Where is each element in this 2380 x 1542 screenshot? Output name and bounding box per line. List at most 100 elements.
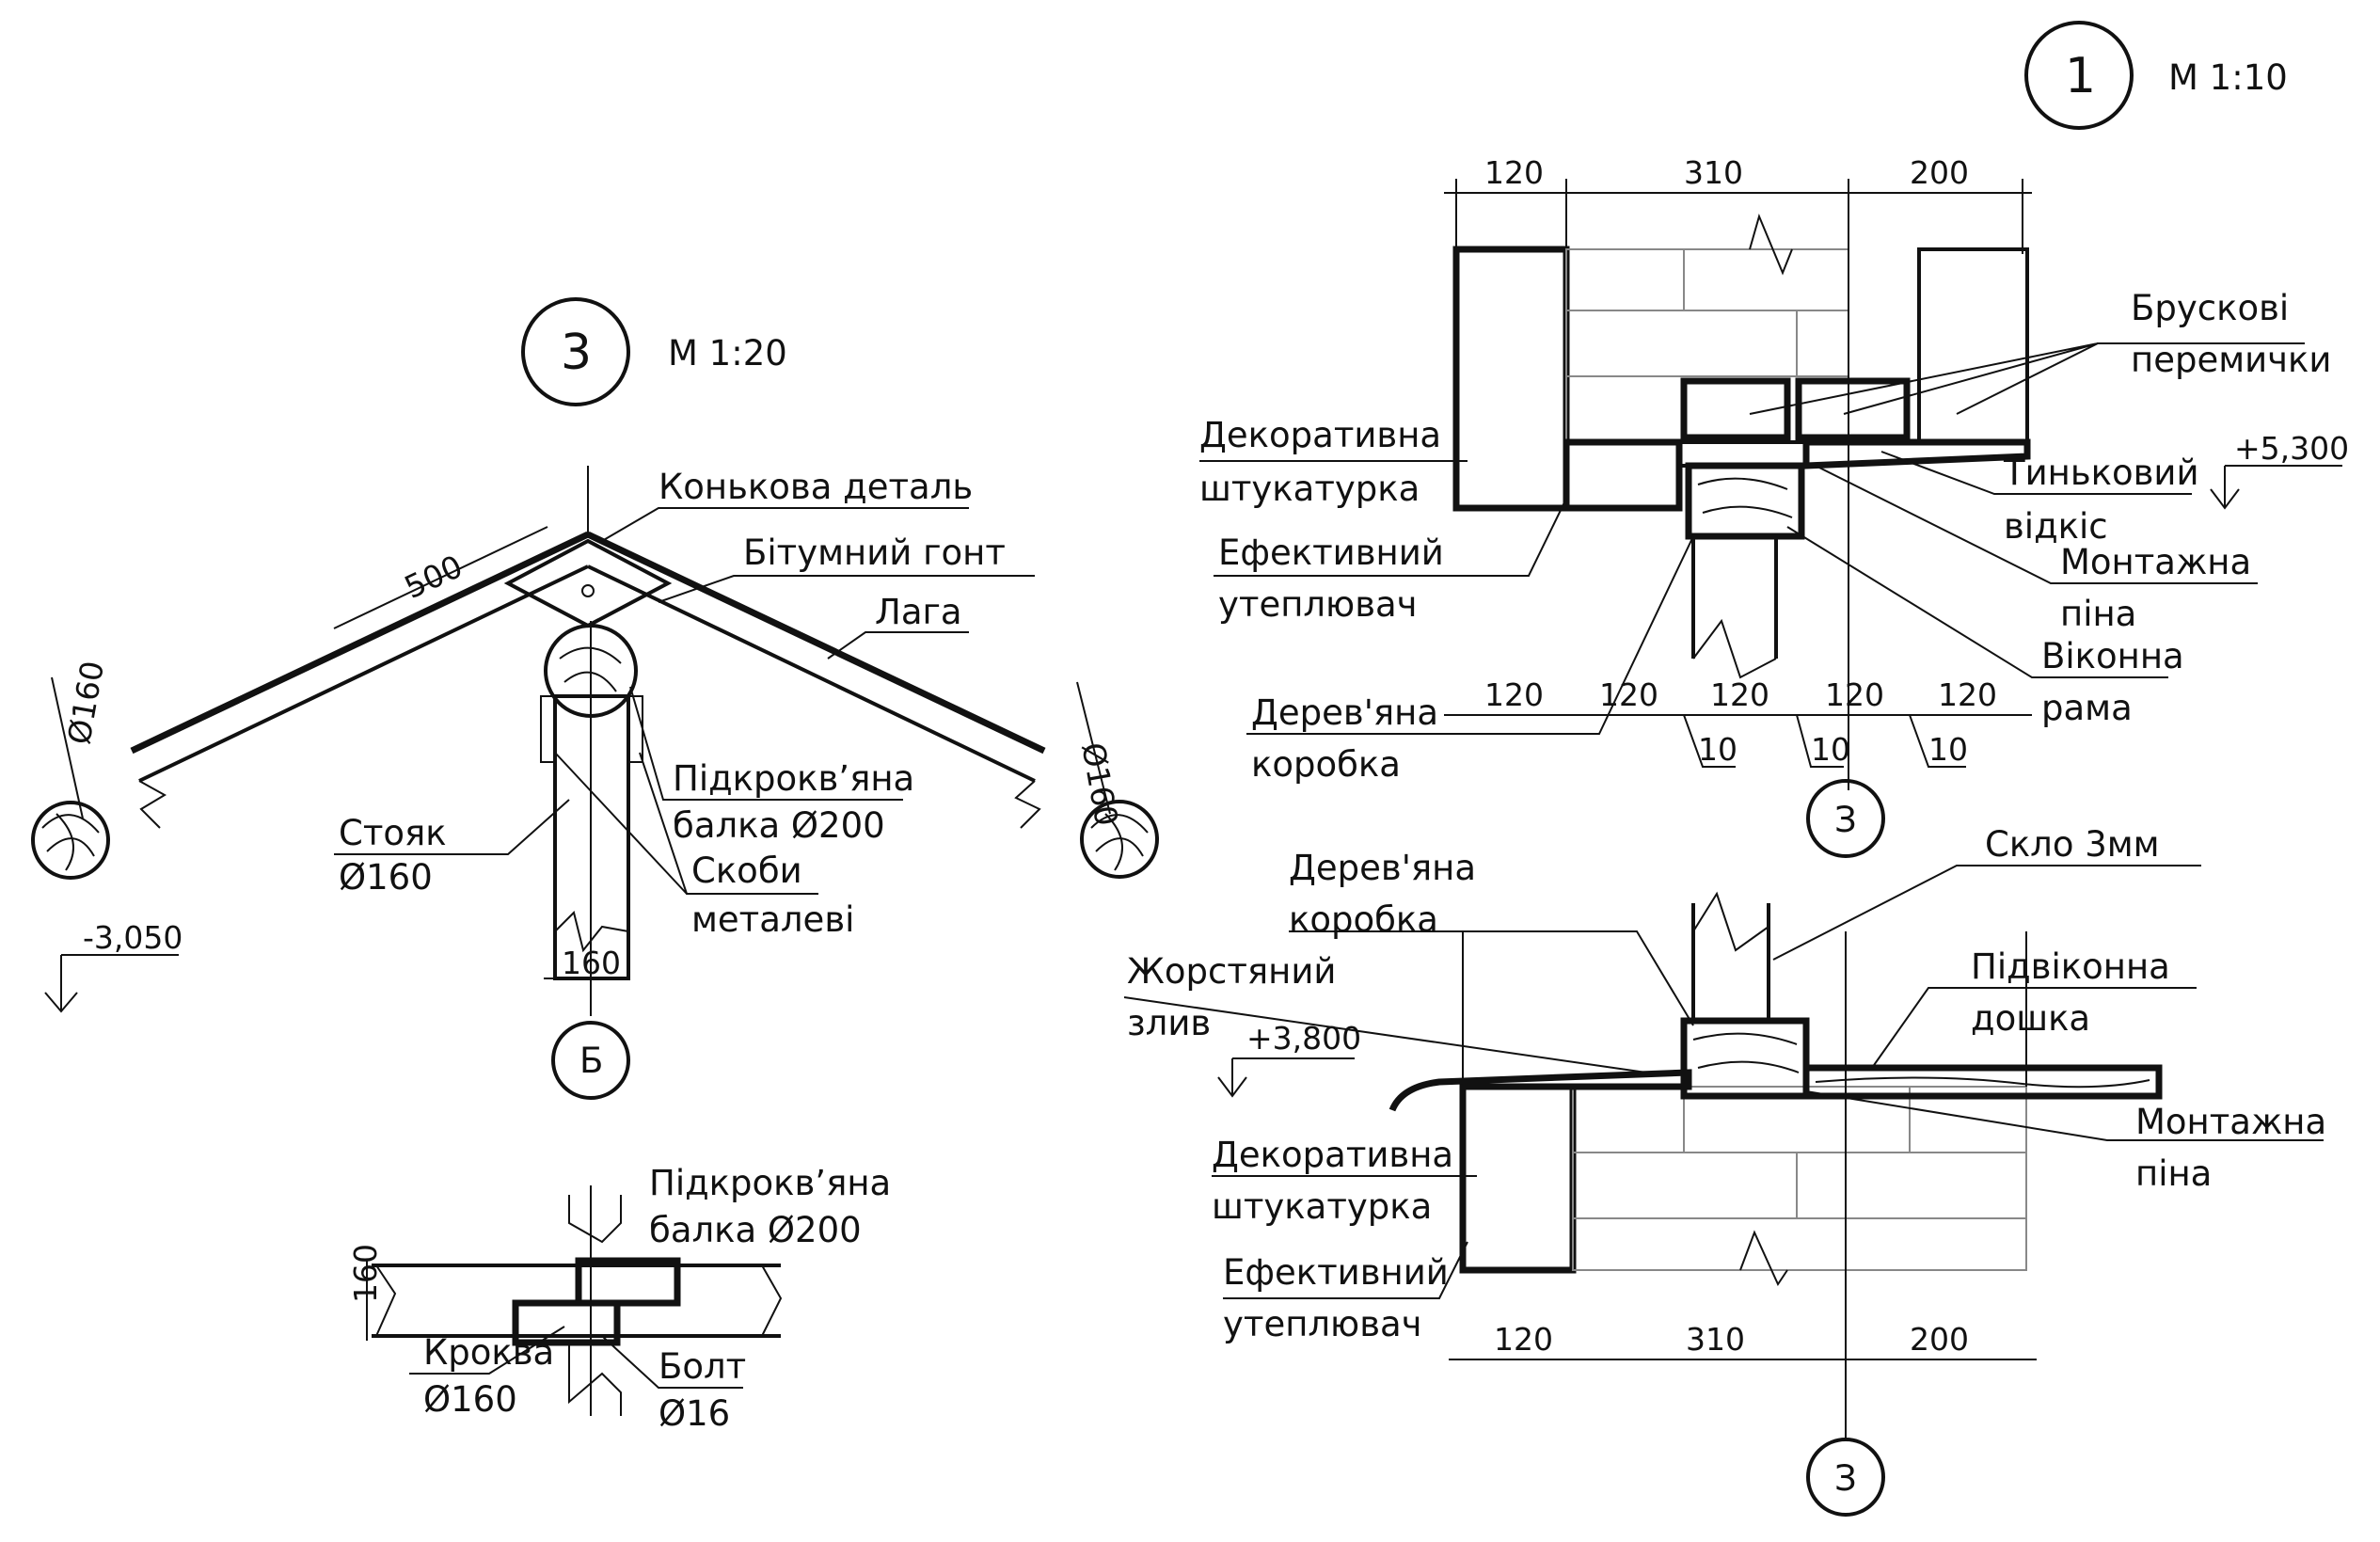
label-skoby-1: Скоби (691, 850, 802, 891)
joint-beam (575, 1257, 681, 1307)
log-right-grain (1090, 813, 1149, 871)
level-3050: -3,050 (83, 919, 182, 956)
d1-axis-mark: З (1834, 800, 1857, 840)
d1-gap-2: 10 (1811, 731, 1850, 768)
label-stoiak-1: Стояк (339, 813, 447, 853)
sill-axis-mark-circle (1806, 1438, 1885, 1517)
d1-label-tinkovyi-1: Тиньковий (2003, 453, 2199, 493)
sill-dim-2: 310 (1686, 1321, 1745, 1358)
label-bitumnyi: Бітумний гонт (743, 533, 1006, 573)
level-3050-arrow (44, 955, 78, 1013)
d1-rendered-block (1917, 247, 2029, 444)
sill-leader-pidvik (1871, 987, 2197, 1069)
detail-sill: 120 310 200 З +3,800 Скло 3мм Дерев'яна … (1123, 824, 2326, 1517)
sill-frame-grain (1692, 1032, 1800, 1073)
sill-insulation (1459, 1083, 1577, 1274)
detail-1-scale: М 1:10 (2168, 57, 2288, 98)
break-left (138, 780, 167, 829)
ridge-nail (581, 584, 595, 597)
d1-label-montazh-2: піна (2060, 594, 2136, 634)
label-skoby-2: металеві (691, 899, 854, 940)
joint-leader-bolt (601, 1335, 743, 1389)
d1-label-efekt-1: Ефективний (1218, 533, 1444, 573)
label-konkova: Конькова деталь (658, 467, 973, 507)
d1-frame-profile (1685, 462, 1805, 540)
leader-bitumnyi (658, 575, 1035, 603)
sill-label-montazh-1: Монтажна (2135, 1102, 2326, 1142)
joint-leader-krokva (409, 1326, 565, 1375)
sill-dim-3: 200 (1910, 1321, 1969, 1358)
slope-dim-line (333, 526, 548, 629)
d1-dim-top-310: 310 (1684, 154, 1743, 191)
leader-stoiak (334, 799, 570, 855)
post-dim: 160 (562, 945, 621, 981)
sill-label-dekor-2: штукатурка (1212, 1186, 1432, 1227)
d1-plaster-reveal (1802, 438, 2031, 469)
detail-3-scale: М 1:20 (668, 333, 787, 374)
sill-level-arrow (1217, 1058, 1247, 1098)
log-left (31, 801, 110, 880)
joint-label-pidkrok-2: балка Ø200 (649, 1210, 862, 1250)
d1-label-derev-1: Дерев'яна (1251, 692, 1438, 733)
detail-3-mark: 3 (561, 325, 592, 381)
joint-break-bottom (568, 1345, 622, 1416)
d1-label-vikonna-1: Віконна (2041, 636, 2184, 676)
sill-board-grain (1815, 1076, 2150, 1089)
label-pidkrok-2: балка Ø200 (673, 805, 885, 846)
phi-right-leader (1076, 681, 1111, 815)
d1-leader-vikonna (1786, 526, 2168, 678)
d1-label-dekor-2: штукатурка (1199, 469, 1420, 509)
d1-label-dekor-1: Декоративна (1199, 415, 1441, 455)
joint-dim: 160 (347, 1244, 384, 1303)
sill-flashing (1388, 1069, 1692, 1112)
leader-skoby (554, 752, 818, 895)
d1-dim-b5: 120 (1938, 676, 1997, 713)
sill-break-top (1692, 891, 1769, 952)
d1-leader-bruskovi (1749, 342, 2305, 415)
d1-break-top (1749, 213, 1793, 276)
d1-label-tinkovyi-2: відкіс (2004, 506, 2108, 547)
d1-leader-derev (1246, 535, 1694, 735)
d1-dim-top-200: 200 (1910, 154, 1969, 191)
post-break (554, 911, 629, 953)
joint-break-right (761, 1264, 783, 1337)
sill-label-zhorst-2: злив (1127, 1003, 1211, 1043)
sill-label-pidvik-2: дошка (1971, 998, 2090, 1039)
d1-insulation (1452, 246, 1570, 512)
sill-leader-derev (1289, 930, 1694, 1026)
sill-dim-1: 120 (1494, 1321, 1553, 1358)
detail-1-mark: 1 (2065, 48, 2096, 104)
d1-label-bruskovi-2: перемички (2131, 340, 2331, 380)
sill-label-pidvik-1: Підвіконна (1971, 946, 2170, 987)
d1-frame-grain (1697, 477, 1793, 518)
sill-label-derev-1: Дерев'яна (1289, 848, 1476, 888)
phi-left: Ø160 (60, 659, 111, 747)
d1-label-vikonna-2: рама (2041, 688, 2133, 728)
ridge-cap (503, 538, 673, 628)
d1-axis-mark-circle (1806, 779, 1885, 858)
label-laga: Лага (875, 592, 962, 632)
d1-lintel-1 (1680, 377, 1791, 441)
joint-label-krokva-2: Ø160 (423, 1379, 517, 1420)
sill-leader-sklo (1772, 865, 2201, 961)
d1-break-bottom (1692, 618, 1777, 679)
joint-detail: 160 Підкроквʼяна балка Ø200 Кроква Ø160 … (347, 1163, 891, 1434)
d1-dim-b4: 120 (1825, 676, 1884, 713)
d1-dim-b3: 120 (1710, 676, 1769, 713)
d1-leader-tinkovyi (1880, 451, 2192, 495)
label-stoiak-2: Ø160 (339, 857, 433, 898)
sill-label-zhorst-1: Жорстяний (1127, 951, 1336, 992)
joint-break-top (568, 1195, 622, 1244)
sill-leader-montazh (1805, 1090, 2324, 1141)
d1-label-montazh-1: Монтажна (2060, 542, 2251, 582)
d1-label-derev-2: коробка (1251, 744, 1401, 785)
d1-leader-efekt (1214, 498, 1567, 577)
d1-gap-leader-2 (1796, 714, 1844, 768)
leader-laga (827, 631, 969, 660)
joint-label-bolt-2: Ø16 (658, 1393, 730, 1434)
sill-leader-zhorst (1123, 996, 1647, 1073)
d1-gap-3: 10 (1928, 731, 1968, 768)
detail-3-mark-circle (521, 297, 630, 406)
sill-label-efekt-1: Ефективний (1223, 1252, 1449, 1293)
bracket-left (540, 695, 556, 763)
